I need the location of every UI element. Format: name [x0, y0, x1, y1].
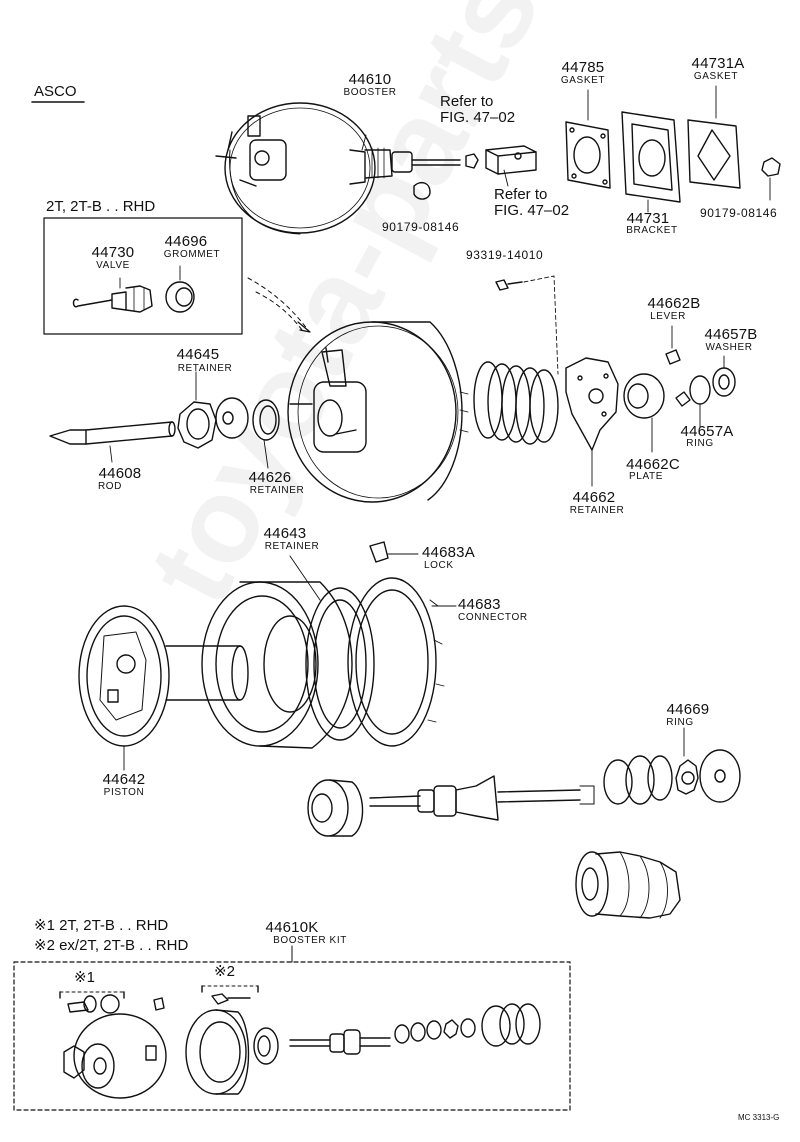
kit-box [13, 961, 571, 1111]
retainer-44645 [177, 371, 217, 449]
ring-44657a [689, 375, 711, 405]
gasket-44731a [687, 85, 741, 189]
part-name-ring-44657a: RING [686, 438, 714, 449]
part-number-44683a: 44683A [422, 544, 475, 561]
connector-44683 [347, 577, 457, 747]
part-number-44662b: 44662B [647, 295, 701, 312]
part-name-bracket: BRACKET [626, 225, 678, 236]
lever-44662b [665, 349, 681, 365]
part-name-rod: ROD [97, 481, 123, 492]
kit-clip [153, 997, 165, 1011]
part-name-gasket-44785: GASKET [560, 75, 606, 86]
part-name-connector: CONNECTOR [458, 612, 528, 623]
kit-diaphragm [185, 1009, 250, 1095]
bolt-93319 [495, 275, 559, 375]
part-name-retainer-44662: RETAINER [569, 505, 625, 516]
part-name-retainer-44643: RETAINER [264, 541, 320, 552]
kit-washers [394, 1003, 541, 1047]
piston-44642 [78, 605, 170, 771]
spring [473, 361, 559, 445]
part-number-44696: 44696 [164, 233, 208, 250]
part-number-44645: 44645 [176, 346, 220, 363]
part-number-44730: 44730 [91, 244, 135, 261]
label-asco: ASCO [34, 83, 77, 100]
part-number-93319: 93319-14010 [466, 248, 544, 262]
plate-44662c [623, 373, 665, 453]
kit-hub [63, 1013, 167, 1099]
rod-44608 [49, 421, 176, 463]
part-number-44731: 44731 [626, 210, 670, 227]
valve-body [603, 755, 673, 805]
part-name-piston: PISTON [103, 787, 145, 798]
part-number-44643: 44643 [263, 525, 307, 542]
bracket-44731 [621, 111, 681, 213]
part-number-44642: 44642 [102, 771, 146, 788]
inset-title: 2T, 2T-B . . RHD [46, 198, 156, 215]
inset-box [43, 217, 243, 335]
part-number-44610: 44610 [348, 71, 392, 88]
kit-marker-1: ※1 [74, 969, 95, 986]
lock-44683a [369, 541, 419, 563]
part-number-44683: 44683 [458, 596, 501, 613]
part-name-valve: VALVE [96, 260, 130, 271]
diaphragm [201, 581, 353, 749]
refer-label-2a: Refer to [494, 186, 548, 203]
part-name-ring-44669: RING [666, 717, 694, 728]
part-number-44669: 44669 [666, 701, 710, 718]
note-2: ※2 ex/2T, 2T-B . . RHD [34, 937, 189, 954]
grommet-44696 [165, 265, 195, 313]
part-number-90179-right: 90179-08146 [700, 206, 778, 220]
seal-cup [307, 779, 364, 837]
kit-group-1 [59, 991, 125, 1014]
part-number-44785: 44785 [561, 59, 605, 76]
figure-code: MC 3313-G [738, 1113, 780, 1122]
part-number-44731a: 44731A [691, 55, 745, 72]
valve-plunger [369, 775, 595, 821]
piston-hub [165, 645, 249, 701]
part-name-washer: WASHER [705, 342, 753, 353]
part-number-44657a: 44657A [680, 423, 734, 440]
part-number-44626: 44626 [248, 469, 292, 486]
part-number-90179-left: 90179-08146 [382, 220, 460, 234]
refer-label-1b: FIG. 47–02 [440, 109, 516, 126]
refer-label-2b: FIG. 47–02 [494, 202, 570, 219]
part-number-44662: 44662 [572, 489, 616, 506]
refer-label-1a: Refer to [440, 93, 494, 110]
retainer-44643 [289, 555, 375, 741]
bracket-block [485, 145, 537, 187]
retainer-44662 [565, 357, 619, 487]
part-number-44662c: 44662C [626, 456, 680, 473]
kit-group-2 [201, 985, 259, 1005]
part-name-booster: BOOSTER [343, 87, 397, 98]
retainer-44626 [252, 399, 280, 469]
washer-44657b [712, 355, 736, 397]
note-1: ※1 2T, 2T-B . . RHD [34, 917, 169, 934]
nut-right [761, 157, 781, 177]
part-number-44608: 44608 [98, 465, 142, 482]
kit-plunger [289, 1029, 391, 1055]
booster-assembly-top [215, 102, 479, 235]
part-name-retainer-44626: RETAINER [249, 485, 305, 496]
small-clip [675, 391, 691, 407]
boot [575, 851, 681, 919]
part-name-gasket-44731a: GASKET [693, 71, 739, 82]
part-number-44610k: 44610K [265, 919, 319, 936]
part-name-plate: PLATE [629, 471, 663, 482]
part-name-lock: LOCK [424, 560, 454, 571]
part-name-lever: LEVER [650, 311, 686, 322]
kit-marker-2: ※2 [214, 963, 235, 980]
booster-shell-mid [287, 321, 469, 503]
gasket-44785 [565, 89, 611, 189]
part-name-booster-kit: BOOSTER KIT [273, 935, 347, 946]
part-name-retainer-44645: RETAINER [177, 363, 233, 374]
end-disc [699, 749, 741, 803]
valve-44730 [72, 277, 153, 313]
part-name-grommet: GROMMET [163, 249, 221, 260]
ring-44669 [675, 727, 699, 795]
part-number-44657b: 44657B [704, 326, 758, 343]
disc-washer [215, 397, 249, 439]
kit-seal [253, 1027, 279, 1065]
